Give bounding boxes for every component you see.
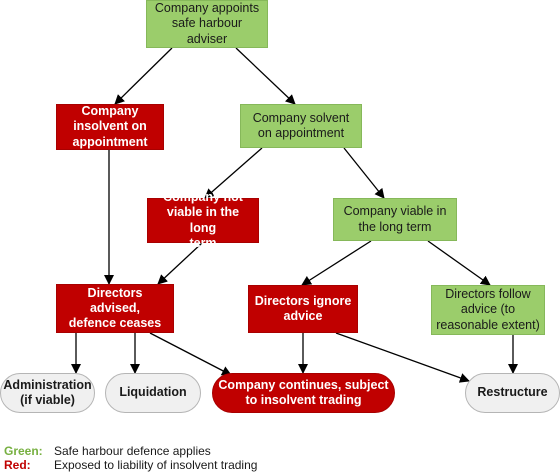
node-company-continues: Company continues, subject to insolvent … xyxy=(212,373,395,413)
legend-green: Green: Safe harbour defence applies xyxy=(4,444,211,458)
node-company-not-viable: Company not viable in the long term xyxy=(147,190,259,250)
arrow-viable-to-directors-ignore xyxy=(301,240,372,286)
arrow-solvent-to-not-viable xyxy=(204,147,263,199)
node-company-insolvent: Company insolvent on appointment xyxy=(56,104,164,150)
arrow-adviser-to-solvent xyxy=(235,47,296,105)
legend-green-key: Green: xyxy=(4,444,43,458)
node-company-solvent: Company solvent on appointment xyxy=(240,104,362,148)
legend-red-key: Red: xyxy=(4,458,31,472)
node-company-viable: Company viable in the long term xyxy=(333,198,457,241)
arrow-directors-advised-to-continues xyxy=(149,332,232,376)
node-directors-advised: Directors advised, defence ceases xyxy=(56,284,174,333)
arrow-adviser-to-insolvent xyxy=(114,47,173,105)
arrow-not-viable-to-directors-advised xyxy=(157,242,203,285)
node-directors-follow: Directors follow advice (to reasonable e… xyxy=(431,285,545,335)
node-directors-ignore: Directors ignore advice xyxy=(248,285,358,333)
legend-green-text: Safe harbour defence applies xyxy=(54,444,211,458)
node-administration: Administration (if viable) xyxy=(0,373,95,413)
arrow-viable-to-directors-follow xyxy=(427,240,491,286)
node-company-appoints-adviser: Company appoints safe harbour adviser xyxy=(146,0,268,48)
arrow-directors-ignore-to-restructure xyxy=(335,332,470,383)
node-liquidation: Liquidation xyxy=(105,373,201,413)
legend-red: Red: Exposed to liability of insolvent tr… xyxy=(4,458,257,472)
legend-red-text: Exposed to liability of insolvent tradin… xyxy=(54,458,258,472)
arrow-solvent-to-viable xyxy=(343,147,385,199)
node-restructure: Restructure xyxy=(465,373,560,413)
